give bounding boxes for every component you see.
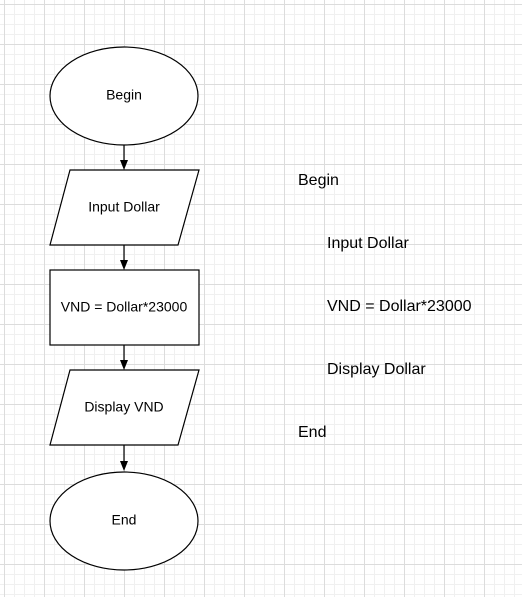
- pseudocode-line-begin: Begin: [298, 172, 339, 189]
- input-label: Input Dollar: [88, 199, 160, 215]
- process-node: VND = Dollar*23000: [49, 269, 200, 346]
- pseudocode-line-display: Display Dollar: [327, 361, 426, 378]
- end-label: End: [112, 512, 137, 528]
- input-node: Input Dollar: [49, 169, 200, 246]
- end-node: End: [49, 471, 199, 571]
- output-label: Display VND: [84, 399, 163, 415]
- process-label: VND = Dollar*23000: [61, 299, 188, 315]
- begin-label: Begin: [106, 87, 142, 103]
- pseudocode-block: Begin Input Dollar VND = Dollar*23000 Di…: [298, 128, 472, 485]
- pseudocode-line-process: VND = Dollar*23000: [327, 298, 472, 315]
- output-node: Display VND: [49, 369, 200, 446]
- begin-node: Begin: [49, 46, 199, 146]
- pseudocode-line-end: End: [298, 424, 327, 441]
- pseudocode-line-input: Input Dollar: [327, 235, 409, 252]
